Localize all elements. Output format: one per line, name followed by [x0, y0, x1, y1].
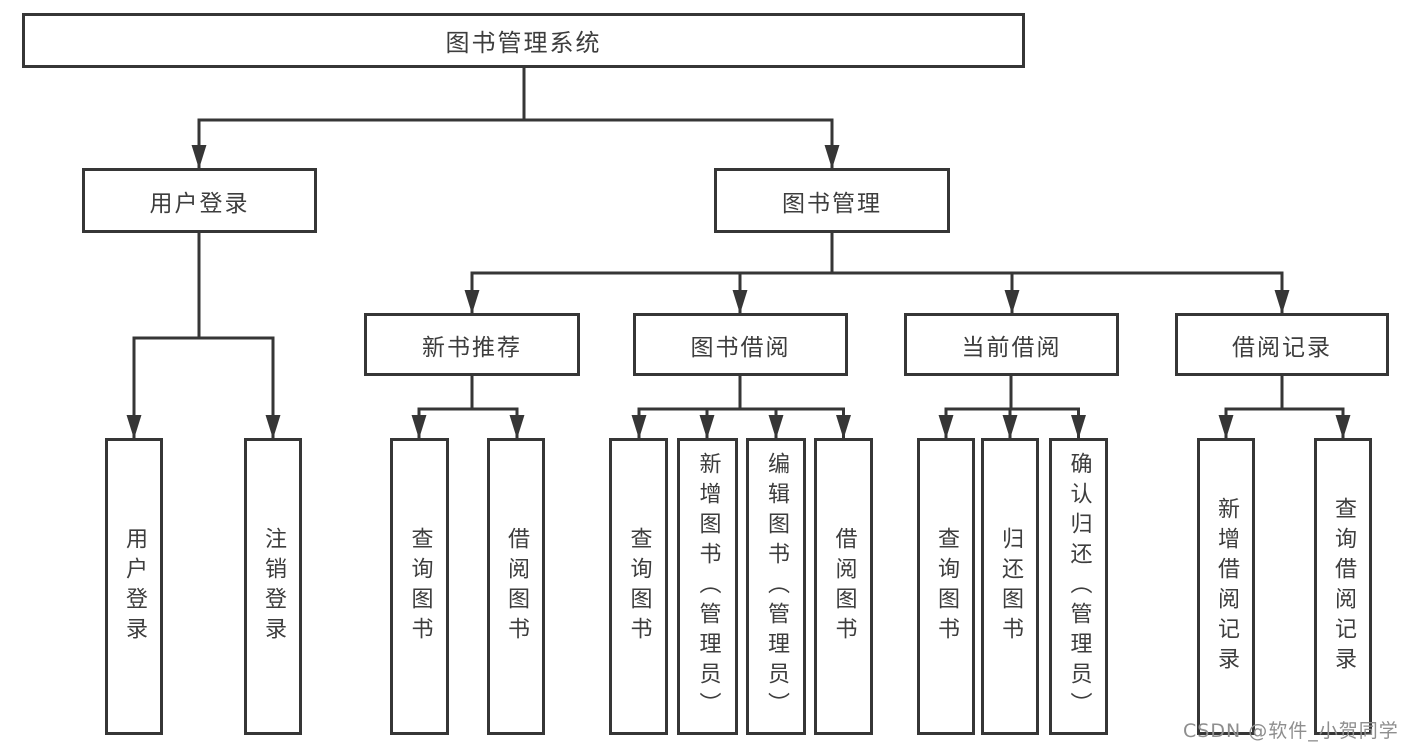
leaf-query-books-3: 查询图书 [917, 438, 975, 735]
node-borrowing-records: 借阅记录 [1175, 313, 1389, 376]
node-label: 查询图书 [407, 526, 433, 647]
connector-borrow-records-children [1218, 376, 1351, 439]
leaf-confirm-return-admin: 确认归还（管理员） [1049, 438, 1108, 735]
connector-new-book-children [411, 376, 525, 439]
connector-user-login-children [126, 233, 281, 439]
leaf-logout: 注销登录 [244, 438, 302, 735]
node-label: 借阅记录 [1232, 334, 1332, 361]
node-label: 编辑图书（管理员） [764, 451, 789, 722]
node-label: 注销登录 [261, 526, 286, 647]
leaf-query-borrow-record: 查询借阅记录 [1314, 438, 1372, 735]
node-label: 借阅图书 [831, 526, 857, 647]
node-label: 用户登录 [122, 526, 147, 647]
csdn-watermark: CSDN @软件_小贺同学 [1183, 720, 1399, 742]
leaf-query-books-2: 查询图书 [609, 438, 668, 735]
node-label: 查询图书 [934, 526, 959, 647]
leaf-borrow-books-1: 借阅图书 [487, 438, 545, 735]
leaf-return-books: 归还图书 [981, 438, 1039, 735]
node-user-login: 用户登录 [82, 168, 317, 233]
leaf-add-borrow-record: 新增借阅记录 [1197, 438, 1255, 735]
node-library-management-system: 图书管理系统 [22, 13, 1025, 68]
leaf-user-login: 用户登录 [105, 438, 163, 735]
node-label: 用户登录 [149, 190, 250, 217]
leaf-borrow-books-2: 借阅图书 [814, 438, 873, 735]
node-label: 当前借阅 [961, 334, 1062, 361]
connector-book-borrow-children [631, 376, 851, 439]
leaf-query-books-1: 查询图书 [390, 438, 449, 735]
node-label: 图书管理系统 [445, 29, 602, 57]
node-label: 新书推荐 [422, 334, 522, 361]
node-label: 新增图书（管理员） [695, 451, 721, 722]
node-label: 归还图书 [998, 526, 1023, 647]
leaf-edit-book-admin: 编辑图书（管理员） [746, 438, 806, 735]
node-new-book-recommendation: 新书推荐 [364, 313, 580, 376]
connector-current-borrow-children [938, 376, 1086, 439]
node-label: 确认归还（管理员） [1066, 451, 1092, 722]
connector-root-to-level2 [191, 68, 840, 169]
node-label: 查询图书 [626, 526, 652, 647]
node-label: 图书管理 [782, 190, 882, 217]
node-current-borrowing: 当前借阅 [904, 313, 1119, 376]
node-book-management: 图书管理 [714, 168, 950, 233]
node-label: 查询借阅记录 [1331, 496, 1356, 677]
connector-book-mgmt-to-level3 [464, 233, 1290, 314]
leaf-add-book-admin: 新增图书（管理员） [677, 438, 738, 735]
node-book-borrowing: 图书借阅 [633, 313, 848, 376]
node-label: 图书借阅 [690, 334, 791, 361]
node-label: 借阅图书 [504, 526, 529, 647]
node-label: 新增借阅记录 [1214, 496, 1239, 677]
